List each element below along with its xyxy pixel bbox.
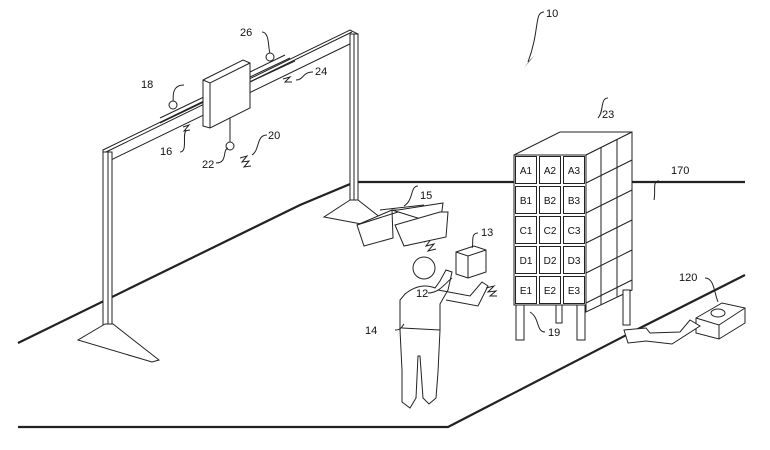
shelf-cell xyxy=(539,216,561,244)
shelf-cell xyxy=(563,156,585,184)
shelf-cell xyxy=(515,156,537,184)
shelf-side-board xyxy=(585,219,633,244)
label-22: 22 xyxy=(202,159,214,171)
shelf-cell xyxy=(563,246,585,274)
label-120: 120 xyxy=(679,272,697,284)
shelf-cell xyxy=(563,276,585,304)
shelf-side-board xyxy=(585,189,633,214)
shelf-cell-label: E2 xyxy=(544,286,557,297)
shelf-cell xyxy=(563,216,585,244)
label-19: 19 xyxy=(548,327,560,339)
label-26: 26 xyxy=(240,27,252,39)
shelf-cell xyxy=(539,186,561,214)
leader-lines xyxy=(172,11,719,333)
shelf-side-board xyxy=(585,279,633,304)
shelf-cell xyxy=(515,246,537,274)
label-14: 14 xyxy=(365,325,377,337)
shelf-cell xyxy=(539,246,561,274)
shelf-cell xyxy=(539,276,561,304)
shelf-cell xyxy=(515,186,537,214)
sensor-18-icon xyxy=(168,100,178,110)
item-box xyxy=(455,245,487,279)
shelf-cell-label: D2 xyxy=(544,256,557,267)
label-170: 170 xyxy=(671,165,689,177)
shelf-cell-label: E3 xyxy=(568,286,581,297)
sensor-carriage xyxy=(168,52,275,151)
label-23: 23 xyxy=(602,109,614,121)
label-10: 10 xyxy=(546,8,558,20)
shelf-cell-label: B2 xyxy=(544,196,557,207)
robot xyxy=(623,302,746,345)
shelf-cell-label: C3 xyxy=(568,226,581,237)
shelf-cell-label: A3 xyxy=(568,166,581,177)
shelf-cell xyxy=(563,186,585,214)
label-15: 15 xyxy=(420,190,432,202)
shelf-cell xyxy=(515,216,537,244)
sensor-26-icon xyxy=(265,52,275,62)
reference-labels: 10 26 24 18 16 20 22 23 170 15 13 12 14 … xyxy=(141,8,697,339)
shelf-cell-label: D1 xyxy=(520,256,533,267)
shelf-cell-label: B1 xyxy=(520,196,533,207)
shelf-cell xyxy=(515,276,537,304)
label-18: 18 xyxy=(141,79,153,91)
shelf-cell-label: E1 xyxy=(520,286,533,297)
shelf-cell-label: B3 xyxy=(568,196,581,207)
label-24: 24 xyxy=(315,66,327,78)
shelf-side-board xyxy=(585,159,633,184)
shelf-cell-label: A1 xyxy=(520,166,533,177)
label-20: 20 xyxy=(268,130,280,142)
shelf-cell-label: A2 xyxy=(544,166,557,177)
label-13: 13 xyxy=(481,227,493,239)
label-16: 16 xyxy=(160,146,172,158)
shelf-cell-label: D3 xyxy=(568,256,581,267)
worker xyxy=(399,256,489,409)
shelf-cell-label: C1 xyxy=(520,226,533,237)
shelf-cell xyxy=(539,156,561,184)
label-12: 12 xyxy=(416,288,428,300)
shelf-side-board xyxy=(585,249,633,274)
bins xyxy=(356,202,449,247)
shelf-cell-label: C2 xyxy=(544,226,557,237)
